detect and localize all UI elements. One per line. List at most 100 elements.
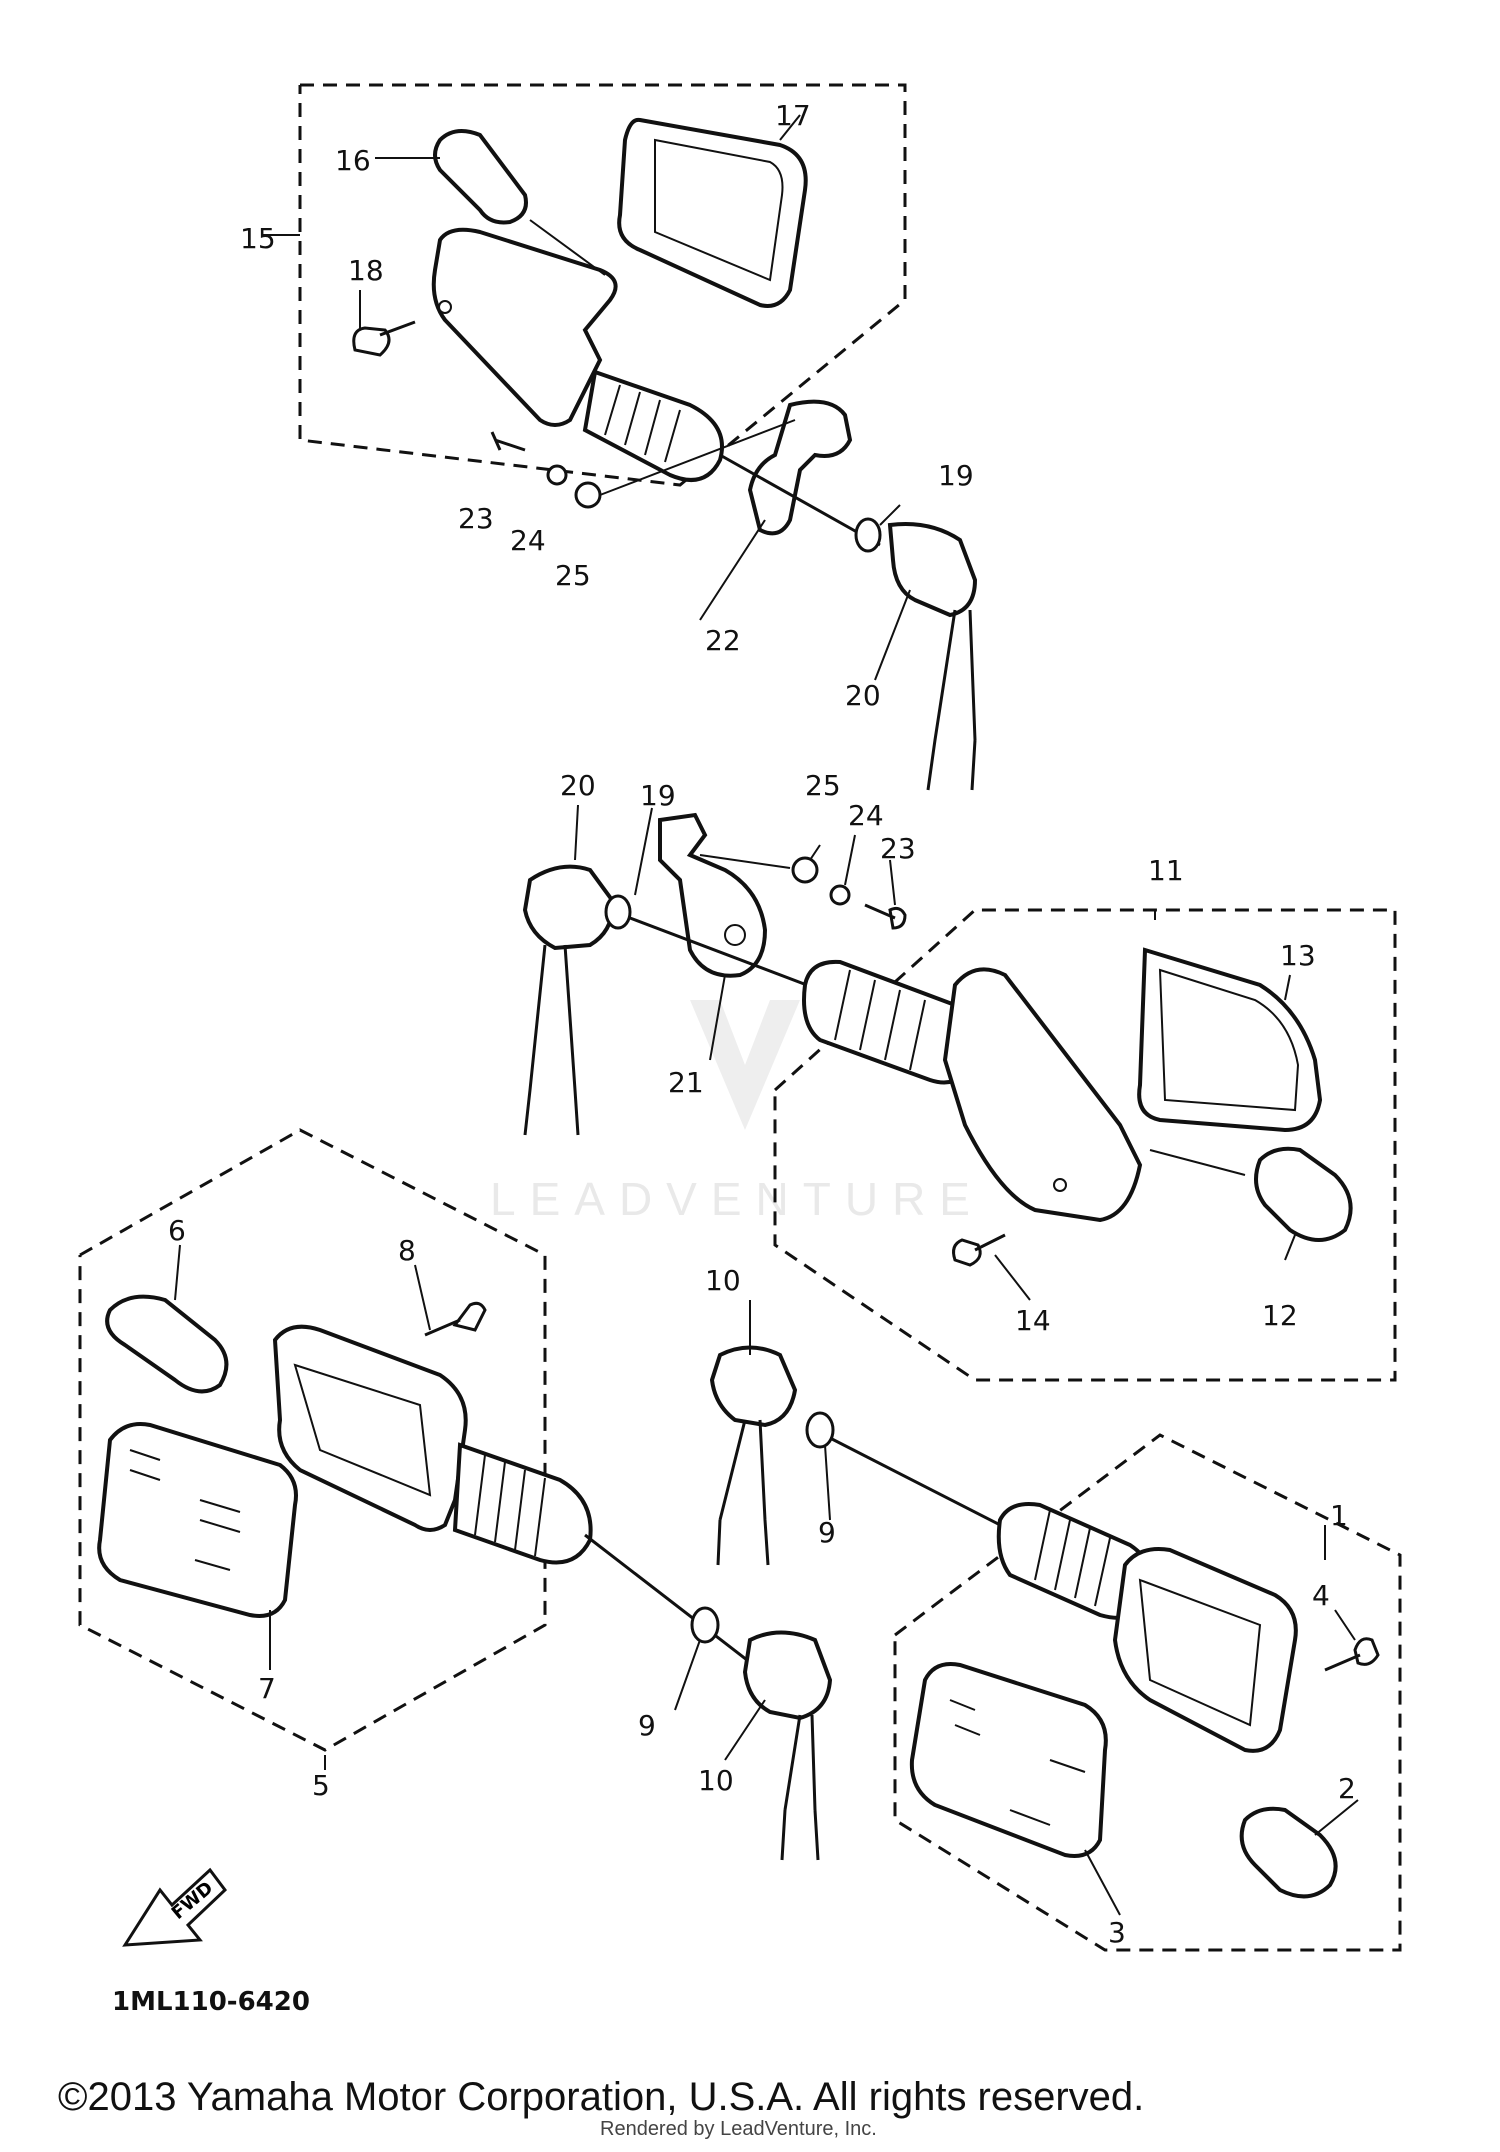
washer-24-mid bbox=[829, 884, 851, 906]
leads-10-low bbox=[780, 1714, 820, 1861]
cap-10-low bbox=[742, 1630, 833, 1721]
screw-4 bbox=[1324, 1637, 1380, 1672]
watermark: LEADVENTURE bbox=[490, 1000, 984, 1225]
watermark-text: LEADVENTURE bbox=[490, 1173, 984, 1225]
lens-3 bbox=[909, 1662, 1108, 1858]
callout-19-mid: 19 bbox=[640, 779, 676, 812]
grommet-9-low bbox=[690, 1606, 720, 1644]
leaders-right bbox=[749, 1300, 1359, 1916]
callout-10-mid: 10 bbox=[705, 1264, 741, 1297]
bracket-22 bbox=[747, 399, 853, 536]
washer-24-top bbox=[546, 464, 568, 486]
screw-14 bbox=[952, 1233, 1006, 1267]
lens-7-grid bbox=[129, 1449, 241, 1571]
callout-2: 2 bbox=[1338, 1772, 1356, 1805]
callout-20-mid: 20 bbox=[560, 769, 596, 802]
nut-25-top bbox=[574, 481, 602, 509]
stem-5-ribs bbox=[474, 1454, 546, 1557]
callout-16: 16 bbox=[335, 144, 371, 177]
stem-15-ribs bbox=[604, 384, 681, 463]
cap-20-top bbox=[887, 522, 978, 618]
bulb-2 bbox=[1239, 1806, 1338, 1899]
stem-5 bbox=[452, 1442, 593, 1565]
copyright-text: ©2013 Yamaha Motor Corporation, U.S.A. A… bbox=[58, 2075, 1144, 2119]
leaders-low bbox=[174, 1244, 766, 1770]
housing-5-inner bbox=[293, 1363, 432, 1497]
group-outline-1 bbox=[893, 1433, 1402, 1952]
watermark-logo bbox=[690, 1000, 800, 1130]
grommet-9-mid bbox=[805, 1411, 835, 1449]
callout-6: 6 bbox=[168, 1214, 186, 1247]
lens-13-inner bbox=[1158, 968, 1300, 1112]
callout-13: 13 bbox=[1280, 939, 1316, 972]
callout-20-top: 20 bbox=[845, 679, 881, 712]
rendered-by-text: Rendered by LeadVenture, Inc. bbox=[600, 2118, 877, 2140]
assembly-11: 20 19 25 24 23 11 13 21 12 14 bbox=[522, 769, 1397, 1382]
housing-11-hole bbox=[1053, 1178, 1067, 1192]
grommet-19-mid bbox=[604, 894, 632, 930]
grommet-19-top bbox=[854, 517, 882, 553]
bolt-23-top bbox=[490, 431, 526, 452]
leaders-top bbox=[262, 114, 911, 681]
screw-8 bbox=[424, 1301, 487, 1337]
callout-1: 1 bbox=[1330, 1499, 1348, 1532]
diagram-code: 1ML110-6420 bbox=[112, 1987, 310, 2017]
callout-9-low: 9 bbox=[638, 1709, 656, 1742]
group-outline-11 bbox=[773, 908, 1397, 1382]
stem-1-ribs bbox=[1034, 1509, 1111, 1607]
cap-20-mid bbox=[522, 864, 615, 951]
callout-19-top: 19 bbox=[938, 459, 974, 492]
housing-11 bbox=[942, 967, 1143, 1223]
nut-25-mid bbox=[791, 856, 819, 884]
bulb-6 bbox=[105, 1294, 229, 1394]
bracket-21 bbox=[658, 812, 768, 978]
leads-10-mid bbox=[716, 1419, 770, 1566]
bulb-12 bbox=[1254, 1146, 1353, 1242]
leads-20-top bbox=[926, 609, 977, 791]
fwd-arrow: FWD bbox=[122, 1867, 228, 1947]
assembly-1: FWD 10 9 1 4 2 3 bbox=[122, 1264, 1402, 1952]
callout-23-mid: 23 bbox=[880, 832, 916, 865]
wire-top bbox=[719, 453, 881, 547]
callout-4: 4 bbox=[1312, 1579, 1330, 1612]
group-outline-15 bbox=[298, 83, 907, 487]
callout-24-mid: 24 bbox=[848, 799, 884, 832]
wire-right bbox=[829, 1436, 1011, 1532]
callout-23-top: 23 bbox=[458, 502, 494, 535]
callout-12: 12 bbox=[1262, 1299, 1298, 1332]
callout-5: 5 bbox=[312, 1769, 330, 1802]
lens-17-inner bbox=[654, 138, 784, 282]
callout-11: 11 bbox=[1148, 854, 1184, 887]
callout-17: 17 bbox=[775, 99, 811, 132]
wire-mid bbox=[629, 916, 821, 992]
wire-low bbox=[584, 1533, 761, 1672]
leaders-mid bbox=[574, 804, 1296, 1301]
bulb-16 bbox=[433, 129, 528, 225]
callout-10-low: 10 bbox=[698, 1764, 734, 1797]
callout-22: 22 bbox=[705, 624, 741, 657]
assembly-15: 16 15 17 18 23 24 25 22 19 20 bbox=[240, 83, 978, 791]
stem-11-ribs bbox=[834, 969, 926, 1071]
callout-24-top: 24 bbox=[510, 524, 546, 557]
group-outline-5 bbox=[78, 1128, 547, 1752]
cap-10-mid bbox=[709, 1345, 798, 1428]
lens-7 bbox=[97, 1422, 298, 1618]
screw-18 bbox=[352, 320, 416, 357]
housing-15 bbox=[431, 227, 618, 427]
callout-21: 21 bbox=[668, 1066, 704, 1099]
bracket-21-hole bbox=[724, 924, 746, 946]
assembly-5: 6 8 7 5 9 10 bbox=[78, 1128, 833, 1861]
housing-15-hole bbox=[438, 300, 452, 314]
leads-20-mid bbox=[523, 944, 580, 1136]
bolt-23-mid bbox=[864, 903, 907, 930]
callout-7: 7 bbox=[258, 1672, 276, 1705]
callout-9-mid: 9 bbox=[818, 1516, 836, 1549]
callout-3: 3 bbox=[1108, 1916, 1126, 1949]
callout-18: 18 bbox=[348, 254, 384, 287]
callout-8: 8 bbox=[398, 1234, 416, 1267]
callout-25-mid: 25 bbox=[805, 769, 841, 802]
callout-15: 15 bbox=[240, 222, 276, 255]
housing-1-inner bbox=[1138, 1578, 1262, 1727]
callout-25-top: 25 bbox=[555, 559, 591, 592]
